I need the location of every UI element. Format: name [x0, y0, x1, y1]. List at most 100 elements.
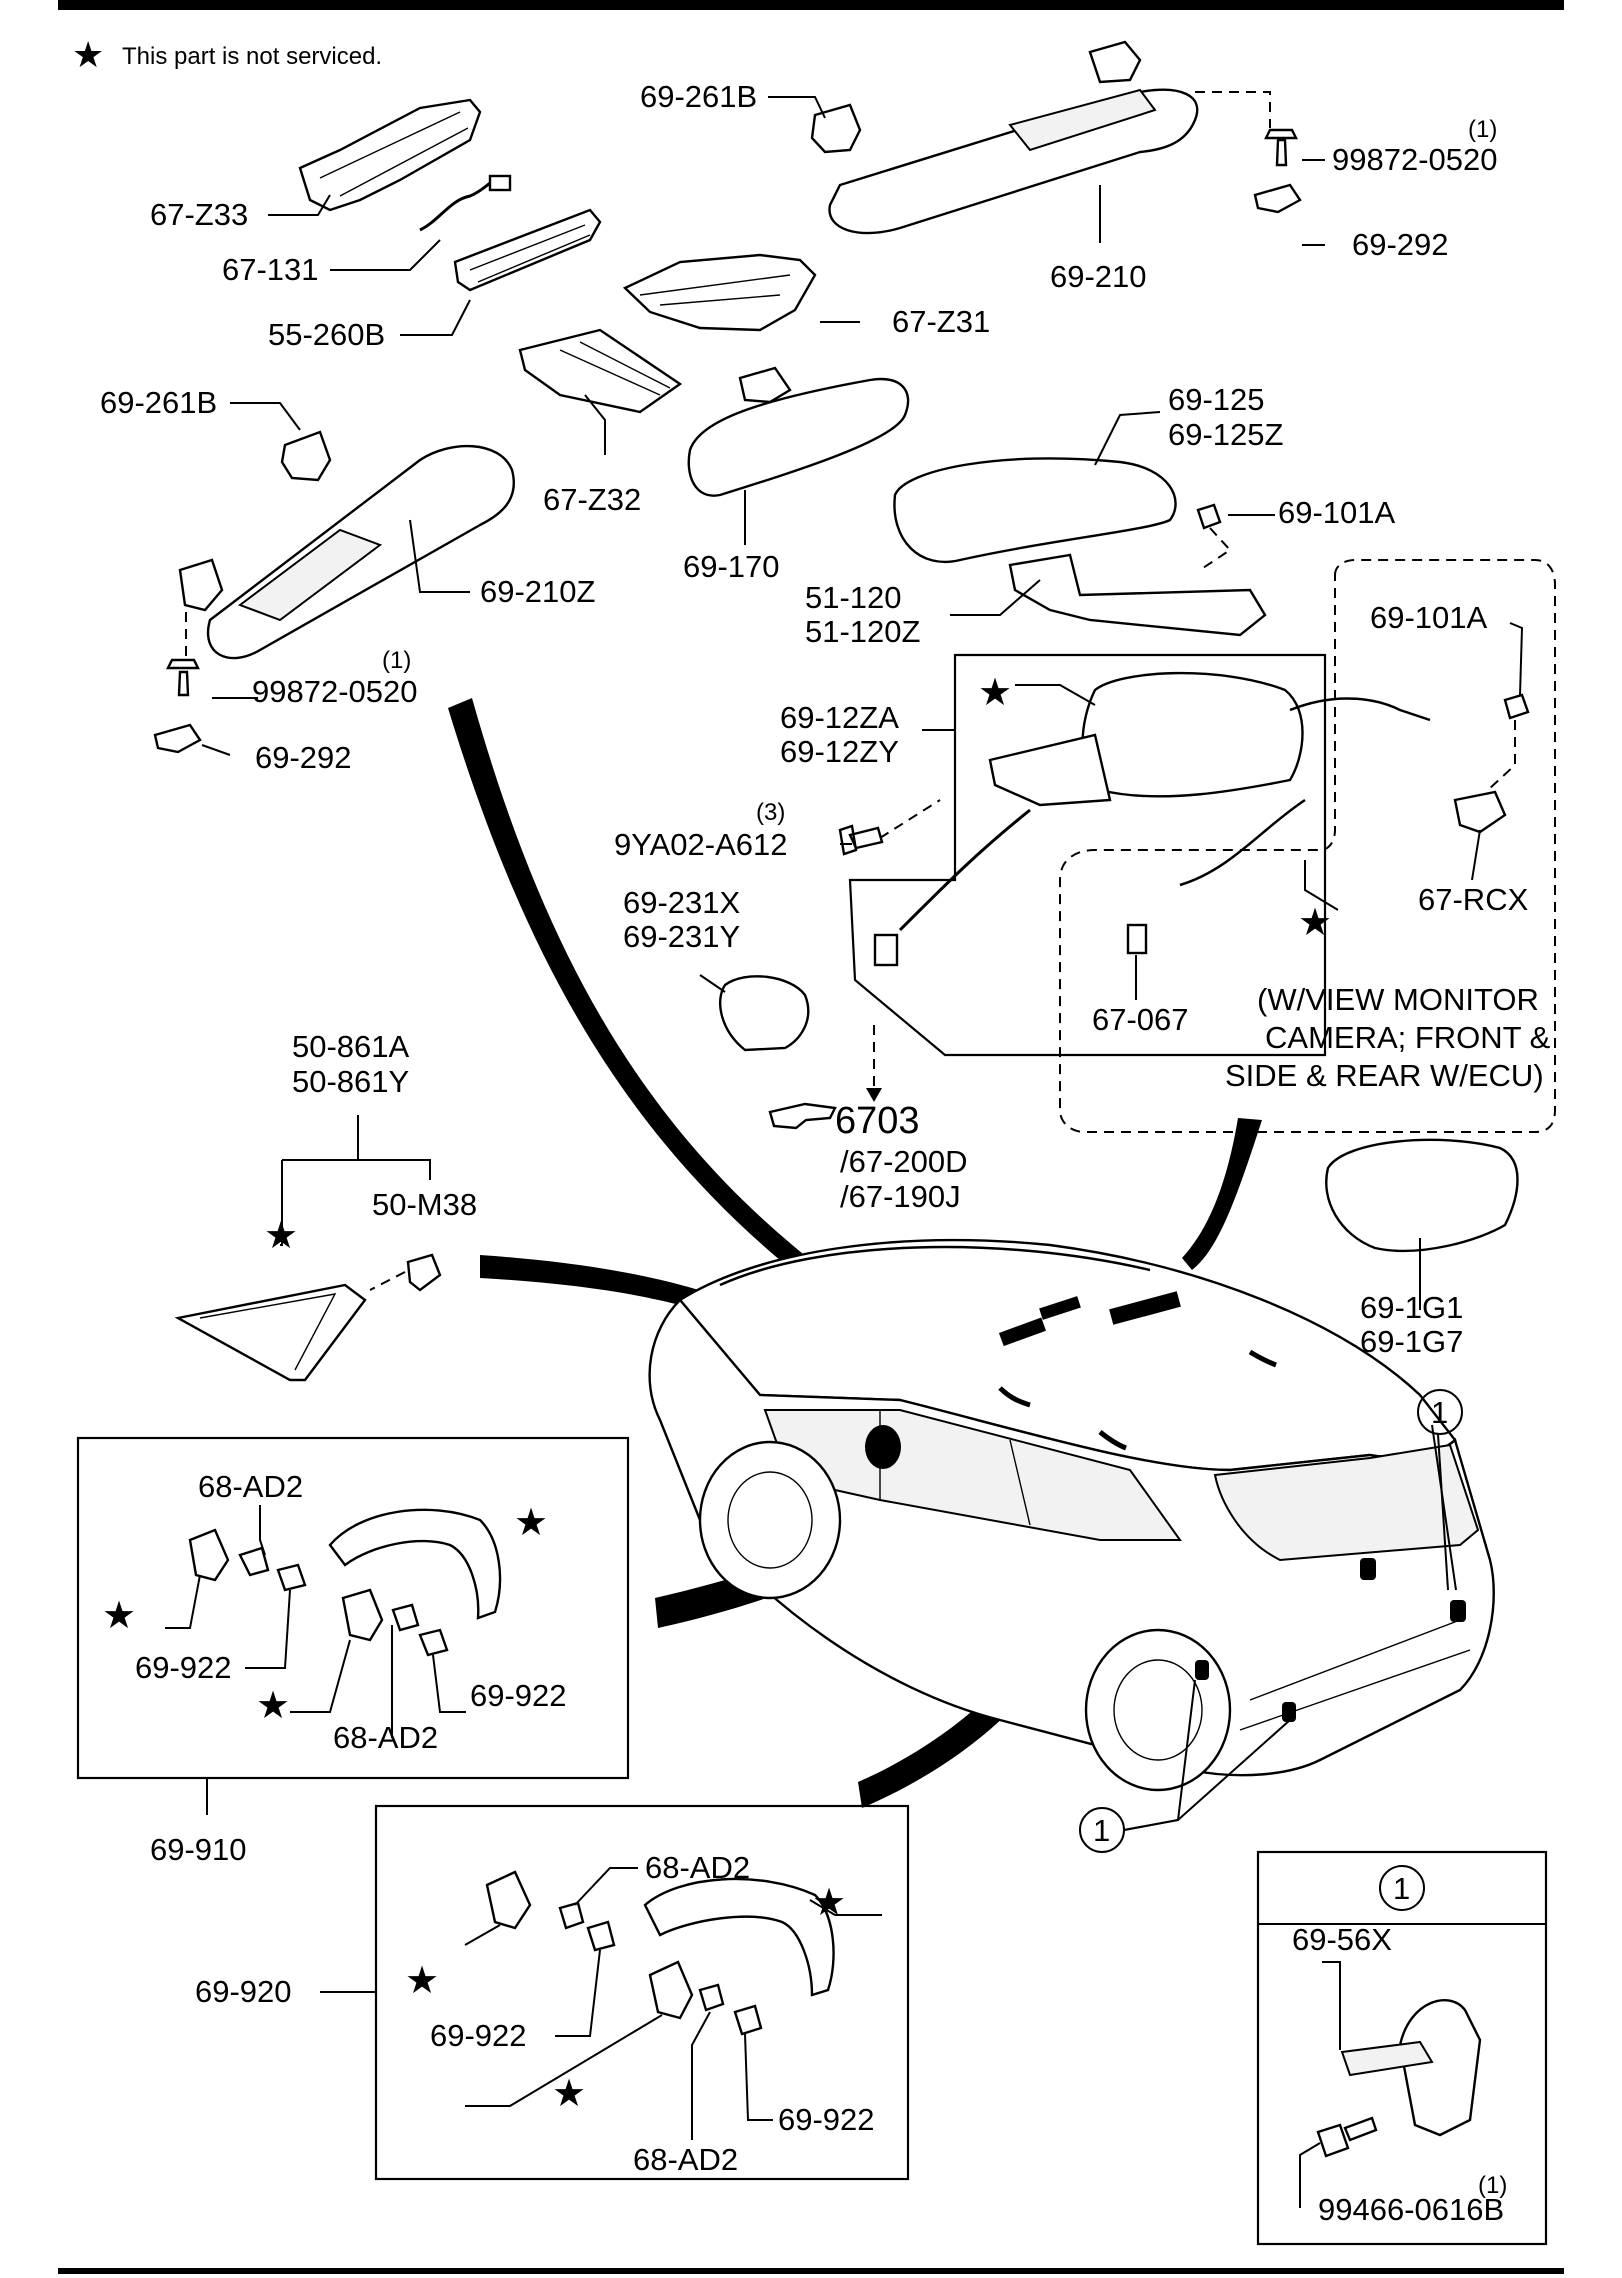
grip-bracket-rl [485, 1870, 532, 1930]
mirror-body-69-170 [687, 377, 910, 497]
clip-69-292 [1253, 183, 1302, 214]
label-69-922-d: 69-922 [778, 2102, 875, 2137]
label-69-231x: 69-231X [623, 885, 741, 920]
grip-clip-rl [558, 1901, 585, 1930]
label-99872-left: 99872-0520 [252, 674, 418, 709]
visor-pivot [1088, 40, 1142, 84]
vehicle-body [648, 1238, 1495, 1792]
label-99872-top: 99872-0520 [1332, 142, 1498, 177]
label-99466: 99466-0616B [1318, 2192, 1504, 2227]
label-69-101a-a: 69-101A [1278, 495, 1396, 530]
top-rule [58, 0, 1564, 10]
mirror-mount [738, 366, 792, 404]
quarter-glass-50-861a [174, 1283, 367, 1382]
label-67-rcx: 67-RCX [1418, 882, 1529, 917]
mirror-glass-69-1g1 [1325, 1138, 1519, 1253]
star-icon: ★ [978, 672, 1012, 714]
camera-67-rcx [1453, 790, 1507, 834]
label-67-z31: 67-Z31 [892, 304, 990, 339]
label-68-ad2-a: 68-AD2 [198, 1469, 303, 1504]
camera-dashed-boundary [1059, 559, 1556, 1133]
location-mark-bumper-r [1282, 1702, 1296, 1722]
star-icon: ★ [1298, 902, 1332, 944]
wire-harness-67-131 [419, 176, 501, 232]
callout-circle-box [1379, 1865, 1425, 1911]
label-69-1g7: 69-1G7 [1360, 1324, 1463, 1359]
sun-visor-right [810, 40, 1302, 235]
console-cover-67-z31 [622, 253, 817, 332]
location-mark-console [1109, 1291, 1181, 1325]
screw-69-101a-b [1503, 693, 1530, 720]
label-50-m38: 50-M38 [372, 1187, 477, 1222]
quarter-glass [174, 1115, 442, 1382]
label-69-261b-top: 69-261B [640, 79, 757, 114]
label-ref-190j: /67-190J [840, 1179, 961, 1214]
label-monitor-note-2: CAMERA; FRONT & [1265, 1020, 1551, 1055]
label-68-ad2-c: 68-AD2 [645, 1850, 750, 1885]
grip-bracket-r [341, 1588, 384, 1642]
legend-note: ★ This part is not serviced. [72, 34, 382, 75]
grip-cap-l [276, 1563, 307, 1592]
star-icon: ★ [514, 1502, 548, 1544]
box-callout-1 [1256, 1850, 1548, 2246]
label-69-210z: 69-210Z [480, 574, 595, 609]
location-mark-mirror [865, 1425, 901, 1469]
location-mark-visor-r [1039, 1296, 1081, 1320]
label-ref-200d: /67-200D [840, 1144, 968, 1179]
grip-handle-front [328, 1508, 502, 1620]
label-69-210: 69-210 [1050, 259, 1147, 294]
mirror-glass-housing [1081, 671, 1304, 798]
label-69-231y: 69-231Y [623, 919, 740, 954]
label-69-261b-left: 69-261B [100, 385, 217, 420]
mirror-base [988, 733, 1112, 807]
label-69-922-b: 69-922 [470, 1678, 567, 1713]
reference-6703 [768, 1025, 882, 1130]
label-monitor-note-1: (W/VIEW MONITOR [1257, 982, 1539, 1017]
vanity-mirror [1008, 88, 1157, 152]
grip-handle-rear [643, 1877, 835, 1997]
bolt-99466 [1316, 2116, 1378, 2158]
location-mark-visor [998, 1317, 1047, 1347]
leader-lines [165, 96, 1524, 2208]
label-68-ad2-d: 68-AD2 [633, 2142, 738, 2177]
label-69-12za: 69-12ZA [780, 700, 899, 735]
grip-cap-r [418, 1628, 449, 1657]
camera-region [1059, 559, 1556, 1133]
label-monitor-note-3: SIDE & REAR W/ECU) [1225, 1058, 1544, 1093]
mirror-bracket-51-120 [1008, 553, 1267, 637]
label-69-922-a: 69-922 [135, 1650, 232, 1685]
vanity-mirror-left [237, 528, 383, 622]
roof-rail [719, 1245, 1151, 1287]
location-mark-grip-front [998, 1386, 1031, 1408]
label-67-z32: 67-Z32 [543, 482, 641, 517]
sweep-mirror [1182, 1118, 1262, 1270]
star-icon: ★ [256, 1685, 290, 1727]
mirror-harness [898, 808, 1031, 932]
label-51-120: 51-120 [805, 580, 902, 615]
label-67-067: 67-067 [1092, 1002, 1189, 1037]
grip-cap-rr [733, 2004, 763, 2036]
label-69-910: 69-910 [150, 1832, 247, 1867]
location-mark-grip-rear [1098, 1430, 1127, 1451]
label-qty-99466: (1) [1478, 2172, 1507, 2199]
label-callout-1-car: 1 [1431, 1395, 1448, 1430]
label-50-861y: 50-861Y [292, 1064, 409, 1099]
overhead-console-group [298, 98, 817, 414]
grip-clip-r [391, 1603, 420, 1632]
visor-holder-left [280, 430, 332, 482]
star-icon: ★ [102, 1595, 136, 1637]
mirror-glass [1325, 1138, 1519, 1253]
mirror-assy-frame [848, 653, 1327, 1057]
label-69-12zy: 69-12ZY [780, 734, 899, 769]
grip-clip-l [238, 1546, 270, 1577]
grip-bracket-rr [648, 1960, 694, 2020]
location-mark-roof [1248, 1349, 1277, 1368]
box-69-910 [76, 1436, 630, 1780]
cover-69-231x [718, 975, 810, 1052]
label-69-292-top: 69-292 [1352, 227, 1449, 262]
label-55-260b: 55-260B [268, 317, 385, 352]
map-lamp-55-260b [453, 208, 602, 292]
label-67-131: 67-131 [222, 252, 319, 287]
mirror-cover-69-125 [893, 457, 1177, 563]
label-69-920: 69-920 [195, 1974, 292, 2009]
